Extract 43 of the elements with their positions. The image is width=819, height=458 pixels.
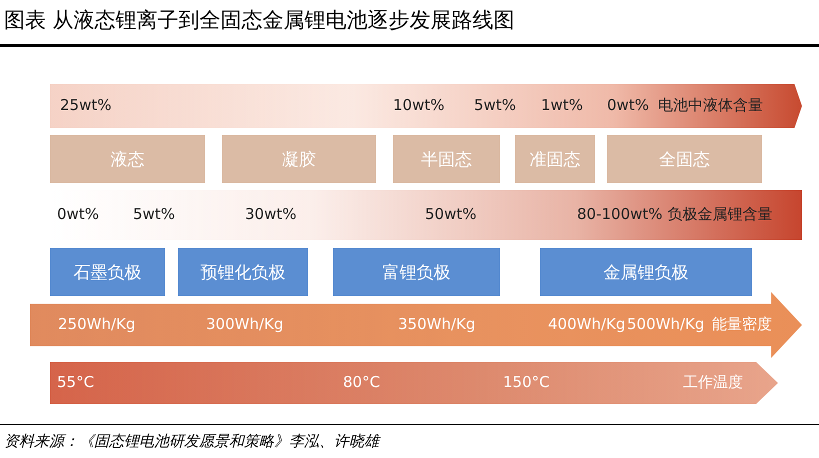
stage-label: 金属锂负极 (604, 262, 688, 284)
stage-label: 富锂负极 (382, 262, 450, 284)
stage-box (333, 248, 500, 296)
stage-box (50, 248, 165, 296)
value-label: 500Wh/Kg (627, 315, 704, 333)
stage-box (540, 248, 752, 296)
value-label: 电池中液体含量 (658, 96, 763, 115)
value-label: 400Wh/Kg (548, 315, 626, 333)
title: 图表 从液态锂离子到全固态金属锂电池逐步发展路线图 (4, 7, 515, 34)
value-label: 80-100wt% 负极金属锂含量 (577, 205, 772, 224)
value-label: 50wt% (425, 205, 476, 223)
value-label: 55°C (57, 373, 94, 391)
stage-box (178, 248, 308, 296)
stage-box (393, 135, 500, 183)
stage-box (607, 135, 762, 183)
stage-label: 液态 (110, 148, 144, 170)
stage-label: 全固态 (659, 148, 710, 170)
value-label: 80°C (343, 373, 380, 391)
value-label: 300Wh/Kg (206, 315, 284, 333)
value-label: 工作温度 (683, 373, 743, 392)
value-label: 5wt% (133, 205, 175, 223)
stage-label: 石墨负极 (74, 262, 142, 284)
arrow-band (50, 84, 802, 128)
value-label: 5wt% (474, 96, 516, 114)
value-label: 能量密度 (712, 315, 772, 334)
value-label: 30wt% (245, 205, 296, 223)
arrow-band (50, 362, 778, 404)
value-label: 1wt% (541, 96, 583, 114)
stage-label: 凝胶 (282, 148, 316, 170)
source-note: 资料来源：《固态锂电池研发愿景和策略》李泓、许晓雄 (4, 432, 379, 451)
value-label: 10wt% (393, 96, 444, 114)
value-label: 25wt% (60, 96, 112, 114)
stage-label: 预锂化负极 (200, 262, 286, 284)
value-label: 0wt% (607, 96, 649, 114)
stage-box (50, 135, 205, 183)
value-label: 350Wh/Kg (398, 315, 476, 333)
stage-box (515, 135, 595, 183)
stage-box (222, 135, 376, 183)
value-label: 0wt% (57, 205, 99, 223)
stage-label: 半固态 (421, 148, 472, 170)
stage-label: 准固态 (530, 148, 580, 170)
value-label: 250Wh/Kg (58, 315, 136, 333)
value-label: 150°C (503, 373, 550, 391)
